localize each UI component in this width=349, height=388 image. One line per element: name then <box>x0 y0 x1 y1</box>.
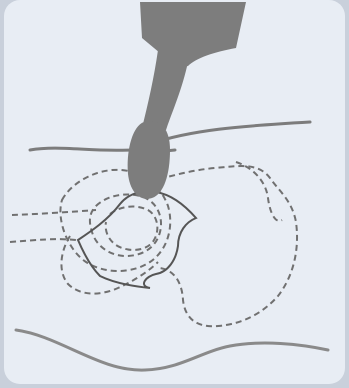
probe-tip <box>128 121 170 199</box>
dashed-loop-2 <box>90 194 161 256</box>
dashed-line-left-lower <box>10 239 76 242</box>
lower-boundary-line <box>16 330 328 370</box>
upper-boundary-line-right <box>150 122 310 144</box>
probe-handle <box>140 2 246 68</box>
probe-icon <box>128 2 246 199</box>
dashed-contour-right <box>150 166 297 326</box>
dashed-line-left-upper <box>12 210 96 215</box>
probe-shaft <box>142 50 188 130</box>
dashed-inner-loop-right <box>236 162 282 221</box>
